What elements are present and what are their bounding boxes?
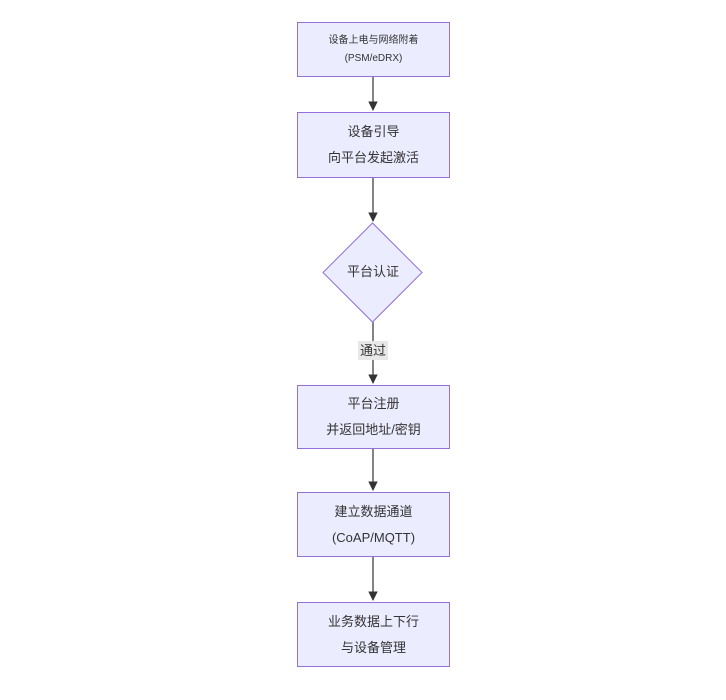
- decision-label: 平台认证: [346, 264, 399, 279]
- node-text-line: 设备引导: [347, 124, 400, 139]
- node-text-line: 与设备管理: [340, 639, 406, 655]
- node-text-line: 向平台发起激活: [327, 150, 419, 165]
- edge-label-pass: 通过: [357, 341, 389, 360]
- node-text-line: 设备上电与网络附着: [328, 34, 419, 46]
- node-text-line: 并返回地址/密钥: [326, 422, 421, 437]
- node-device-bootstrap: 设备引导 向平台发起激活: [297, 112, 450, 178]
- node-text-line: (PSM/eDRX): [344, 52, 403, 64]
- node-business-data: 业务数据上下行 与设备管理: [297, 602, 450, 667]
- node-text-line: (CoAP/MQTT): [331, 529, 416, 545]
- node-data-channel: 建立数据通道 (CoAP/MQTT): [297, 492, 450, 557]
- node-device-power-attach: 设备上电与网络附着 (PSM/eDRX): [297, 22, 450, 77]
- node-platform-register: 平台注册 并返回地址/密钥: [297, 385, 450, 449]
- node-text-line: 平台注册: [347, 396, 400, 411]
- node-text-line: 建立数据通道: [334, 503, 413, 519]
- node-text-line: 业务数据上下行: [327, 613, 419, 629]
